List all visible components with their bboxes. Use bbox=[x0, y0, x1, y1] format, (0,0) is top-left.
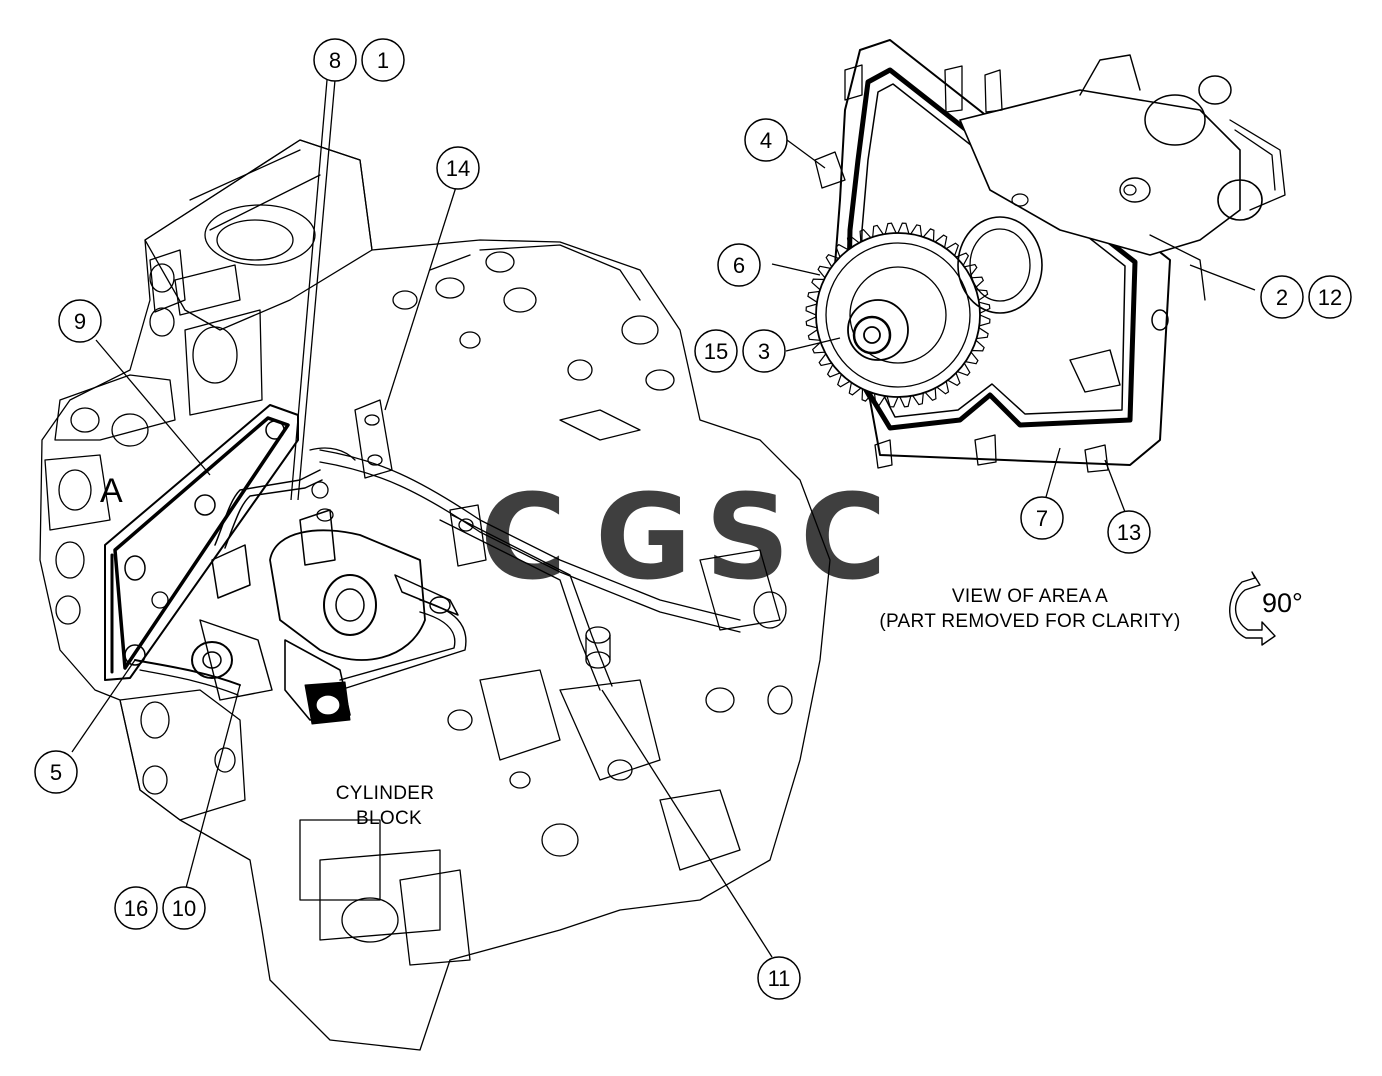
callout-5-label: 5 bbox=[50, 760, 62, 785]
callout-6-label: 6 bbox=[733, 253, 745, 278]
callout-15: 15 bbox=[694, 329, 738, 373]
callout-15-label: 15 bbox=[704, 339, 728, 364]
callout-14: 14 bbox=[436, 146, 480, 190]
engine-assembly-drawing bbox=[39, 139, 831, 1051]
callout-12-label: 12 bbox=[1318, 285, 1342, 310]
callout-7-label: 7 bbox=[1036, 506, 1048, 531]
callout-4: 4 bbox=[744, 118, 788, 162]
callout-10-label: 10 bbox=[172, 896, 196, 921]
cylinder-block-label-line2: BLOCK bbox=[356, 808, 422, 829]
pump-cover-assembly bbox=[104, 404, 467, 725]
callout-13: 13 bbox=[1107, 510, 1151, 554]
cylinder-block-label-line1: CYLINDER bbox=[336, 783, 434, 804]
rotation-arrow-icon bbox=[1229, 571, 1276, 646]
callout-2: 2 bbox=[1260, 275, 1304, 319]
callout-3-label: 3 bbox=[758, 339, 770, 364]
callout-5: 5 bbox=[34, 750, 78, 794]
callout-2-label: 2 bbox=[1276, 285, 1288, 310]
watermark-letter-c1: C bbox=[480, 468, 567, 606]
gear-tooth-ring bbox=[805, 222, 991, 408]
watermark-letter-g: G bbox=[595, 468, 692, 606]
callout-16: 16 bbox=[114, 886, 158, 930]
watermark-letter-s: S bbox=[705, 468, 790, 606]
watermark-letter-c2: C bbox=[800, 468, 887, 606]
rotation-label: 90° bbox=[1262, 588, 1303, 618]
callout-1-label: 1 bbox=[377, 48, 389, 73]
detail-view-pump-gear bbox=[814, 39, 1286, 473]
callout-7: 7 bbox=[1020, 496, 1064, 540]
callout-11-label: 11 bbox=[768, 966, 791, 991]
callout-6: 6 bbox=[717, 243, 761, 287]
gear-teeth bbox=[805, 222, 991, 408]
callout-4-label: 4 bbox=[760, 128, 772, 153]
area-marker: A bbox=[100, 472, 123, 510]
callout-1: 1 bbox=[361, 38, 405, 82]
callout-13-label: 13 bbox=[1117, 520, 1141, 545]
view-title: VIEW OF AREA A bbox=[952, 586, 1108, 607]
callout-11: 11 bbox=[757, 956, 801, 1000]
callout-8: 8 bbox=[313, 38, 357, 82]
callout-16-label: 16 bbox=[124, 896, 148, 921]
callout-9: 9 bbox=[58, 299, 102, 343]
callout-8-label: 8 bbox=[329, 48, 341, 73]
callout-10: 10 bbox=[162, 886, 206, 930]
view-subtitle: (PART REMOVED FOR CLARITY) bbox=[879, 611, 1180, 632]
callout-14-label: 14 bbox=[446, 156, 470, 181]
callouts: 8 1 14 9 5 16 10 11 4 6 15 3 2 12 7 13 bbox=[34, 38, 1352, 1000]
callout-12: 12 bbox=[1308, 275, 1352, 319]
callout-9-label: 9 bbox=[74, 309, 86, 334]
callout-3: 3 bbox=[742, 329, 786, 373]
leader-lines bbox=[71, 79, 1256, 958]
watermark-logo: C G S C bbox=[480, 468, 887, 606]
